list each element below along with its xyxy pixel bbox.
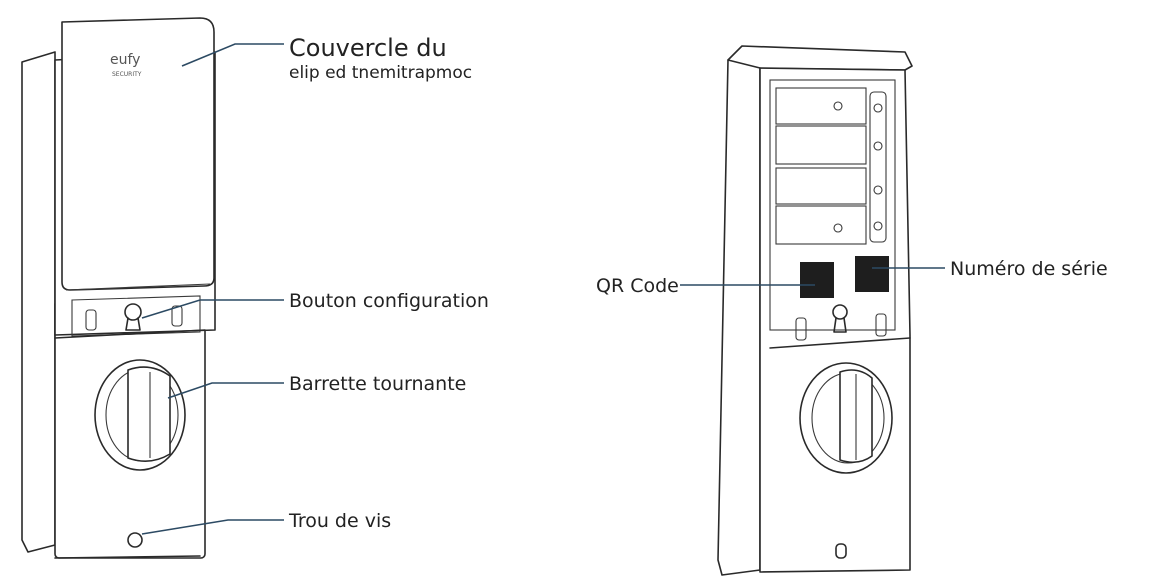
label-qr-code: QR Code bbox=[596, 275, 679, 297]
interior-unit-open bbox=[718, 46, 912, 575]
label-thumb-turn: Barrette tournante bbox=[289, 373, 466, 395]
brand-logo-sub: SECURITY bbox=[112, 71, 142, 78]
interior-unit-front: eufy SECURITY bbox=[22, 18, 215, 558]
qr-code-block bbox=[800, 262, 834, 298]
back-plate bbox=[22, 52, 55, 552]
label-cover-line2: elip ed tnemitrapmoc bbox=[289, 63, 472, 83]
label-serial-number: Numéro de série bbox=[950, 258, 1108, 280]
brand-logo: eufy bbox=[110, 52, 140, 68]
back-plate-right bbox=[718, 60, 760, 575]
label-cover-line1: Couvercle du bbox=[289, 34, 447, 62]
serial-number-block bbox=[855, 256, 889, 292]
label-screw-hole: Trou de vis bbox=[288, 510, 391, 532]
label-setup-button: Bouton configuration bbox=[289, 290, 489, 312]
